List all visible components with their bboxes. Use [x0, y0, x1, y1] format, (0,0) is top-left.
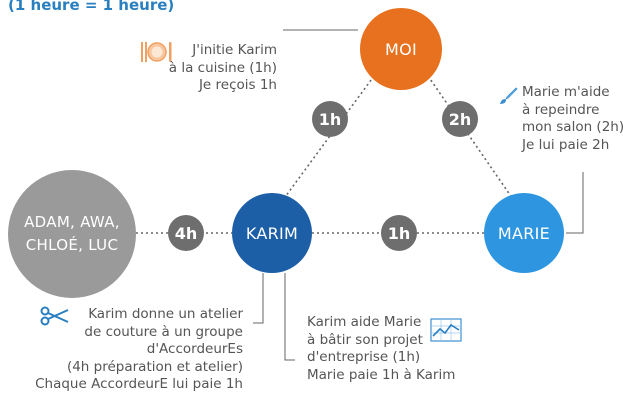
leader-marie [566, 172, 584, 234]
node-moi-label: MOI [384, 39, 418, 59]
node-moi: MOI [360, 8, 442, 90]
annotation-karim-marie-line: à bâtir son projet [307, 331, 423, 348]
annotation-karim-marie-line: Marie paie 1h à Karim [307, 366, 456, 383]
annotation-marie: Marie m'aide à repeindre mon salon (2h) … [522, 84, 623, 154]
annotation-moi-line: à la cuisine (1h) [168, 59, 277, 76]
annotation-karim-group: Karim donne un atelier de couture à un g… [35, 306, 243, 394]
annotation-karim-marie-line: Karim aide Marie [307, 314, 422, 330]
edge-label-moi-marie: 2h [442, 101, 478, 137]
edge-label-moi-karim: 1h [312, 101, 348, 137]
annotation-marie-line: Je lui paie 2h [522, 136, 610, 153]
annotation-karim-group-line: Chaque AccordeurE lui paie 1h [35, 376, 243, 392]
annotation-karim-group-line: d'AccordeurEs [146, 341, 243, 357]
node-marie-label: MARIE [497, 223, 551, 243]
annotation-moi-line: Je reçois 1h [198, 77, 277, 93]
edge-label-group-karim: 4h [168, 215, 204, 251]
paintbrush-icon [500, 87, 518, 104]
annotation-karim-group-line: (4h préparation et atelier) [66, 358, 243, 375]
chart-icon [430, 318, 462, 342]
node-karim: KARIM [232, 193, 312, 273]
annotation-marie-line: à repeindre [522, 101, 600, 118]
node-group-line-1: ADAM, AWA, [24, 213, 120, 231]
leader-karim-left [253, 273, 264, 324]
annotation-karim-marie: Karim aide Marie à bâtir son projet d'en… [307, 314, 455, 384]
annotation-marie-line: mon salon (2h) [522, 119, 623, 135]
node-group: ADAM, AWA, CHLOÉ, LUC [8, 170, 136, 298]
plate-cutlery-icon [141, 42, 172, 62]
annotation-karim-group-line: Karim donne un atelier [88, 306, 243, 322]
subtitle: (1 heure = 1 heure) [8, 0, 175, 14]
annotation-moi-line: J'initie Karim [192, 42, 277, 58]
annotation-marie-line: Marie m'aide [522, 84, 610, 100]
leader-karim-right [284, 273, 295, 361]
node-group-line-2: CHLOÉ, LUC [25, 236, 119, 254]
annotation-karim-marie-line: d'entreprise (1h) [307, 349, 421, 365]
edge-moi-marie [427, 75, 518, 206]
edge-moi-karim [276, 75, 375, 209]
node-karim-label: KARIM [245, 223, 299, 243]
node-marie: MARIE [484, 193, 564, 273]
annotation-karim-group-line: de couture à un groupe [84, 323, 243, 340]
annotation-moi: J'initie Karim à la cuisine (1h) Je reço… [169, 42, 277, 95]
scissors-icon [40, 306, 69, 326]
edge-label-karim-marie: 1h [381, 215, 417, 251]
